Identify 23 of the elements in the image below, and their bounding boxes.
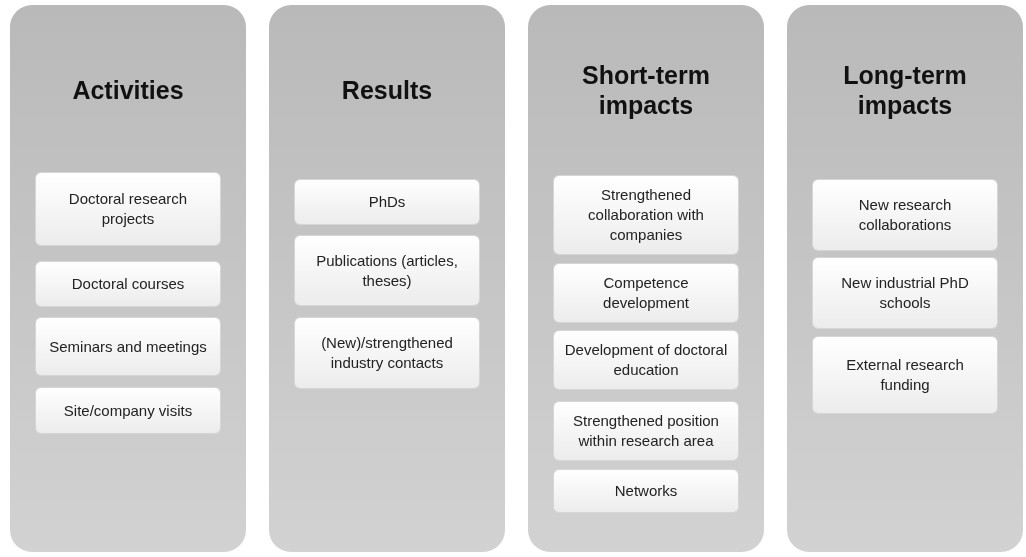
item-box: Seminars and meetings xyxy=(36,318,220,375)
item-box: Strengthened position within research area xyxy=(554,402,738,460)
item-box: Networks xyxy=(554,470,738,512)
item-box: Competence development xyxy=(554,264,738,322)
column-panel xyxy=(10,5,246,552)
column-panel xyxy=(528,5,764,552)
column-heading: Short-term impacts xyxy=(581,60,711,120)
item-box: Strengthened collaboration with companies xyxy=(554,176,738,254)
item-box: New industrial PhD schools xyxy=(813,258,997,328)
column-heading: Long-term impacts xyxy=(842,60,968,120)
item-box: (New)/strengthened industry contacts xyxy=(295,318,479,388)
item-box: Publications (articles, theses) xyxy=(295,236,479,305)
item-box: Doctoral research projects xyxy=(36,173,220,245)
item-box: External research funding xyxy=(813,337,997,413)
column-heading: Activities xyxy=(72,75,184,105)
item-box: Site/company visits xyxy=(36,388,220,433)
column-panel xyxy=(269,5,505,552)
item-box: PhDs xyxy=(295,180,479,224)
item-box: New research collaborations xyxy=(813,180,997,250)
column-heading: Results xyxy=(341,75,433,105)
item-box: Doctoral courses xyxy=(36,262,220,306)
item-box: Development of doctoral education xyxy=(554,331,738,389)
column-panel xyxy=(787,5,1023,552)
